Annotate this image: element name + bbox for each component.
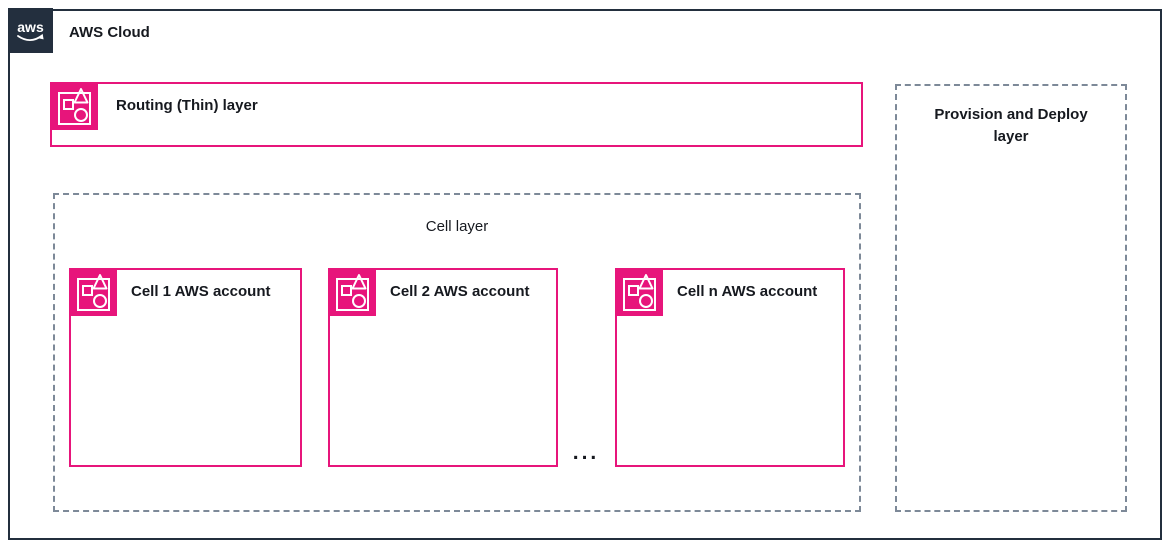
aws-logo-graphic: aws — [17, 19, 44, 42]
workload-icon — [50, 82, 98, 130]
provision-deploy-layer-box — [895, 84, 1127, 512]
cell-layer-label: Cell layer — [425, 218, 489, 235]
aws-logo-icon: aws — [8, 8, 53, 53]
routing-layer-label: Routing (Thin) layer — [116, 97, 258, 114]
workload-icon-graphic — [58, 88, 91, 125]
provision-deploy-layer-label: Provision and Deploy layer — [934, 106, 1088, 145]
workload-icon-graphic — [77, 274, 110, 311]
cells-ellipsis: ... — [572, 441, 600, 464]
aws-logo-text: aws — [17, 19, 44, 35]
routing-layer-box — [50, 82, 863, 147]
workload-icon — [615, 268, 663, 316]
workload-icon-graphic — [336, 274, 369, 311]
workload-icon — [328, 268, 376, 316]
workload-icon-graphic — [623, 274, 656, 311]
workload-icon — [69, 268, 117, 316]
cell-n-label: Cell n AWS account — [677, 283, 818, 300]
cell-1-label: Cell 1 AWS account — [131, 283, 271, 300]
cell-2-label: Cell 2 AWS account — [390, 283, 530, 300]
aws-cloud-label: AWS Cloud — [69, 24, 150, 41]
